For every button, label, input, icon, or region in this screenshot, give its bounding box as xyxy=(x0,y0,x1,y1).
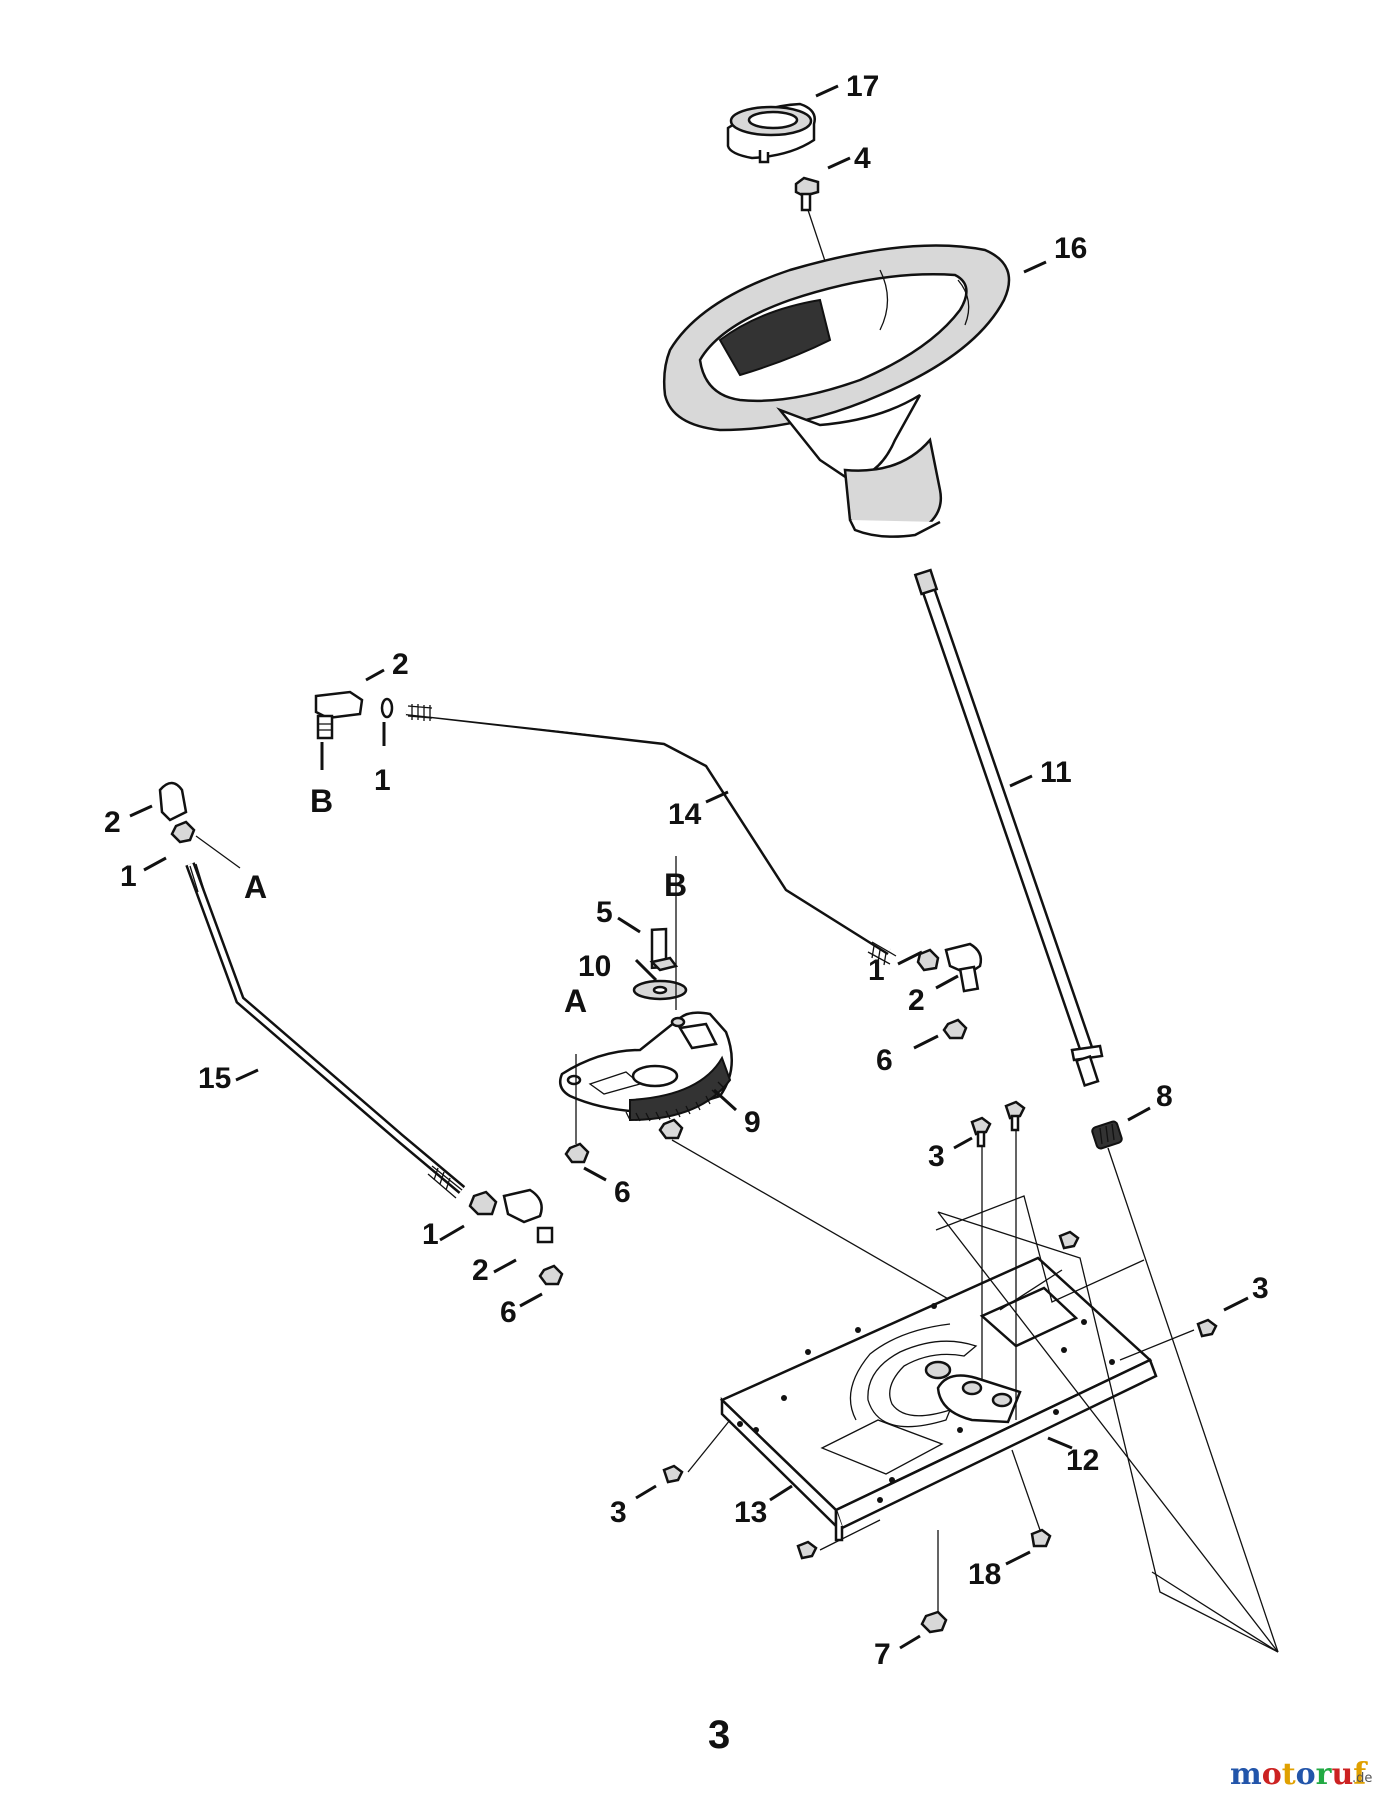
ball-joint-lower-left-part xyxy=(468,1188,564,1286)
label-a-left: A xyxy=(244,869,267,905)
callout-leaders xyxy=(129,84,1249,1650)
watermark-suffix: .de xyxy=(1352,1771,1372,1786)
callout-1-upper: 1 xyxy=(374,764,391,797)
callout-17: 17 xyxy=(846,70,879,103)
callout-6-sector: 6 xyxy=(614,1176,631,1209)
plate-fasteners-part xyxy=(662,1100,1218,1634)
sector-gear-part xyxy=(559,927,733,1164)
callout-2-right: 2 xyxy=(908,984,925,1017)
label-b-sector: B xyxy=(664,867,687,903)
motoruf-watermark: motoruf .de xyxy=(1230,1757,1372,1792)
watermark-letter: r xyxy=(1316,1757,1333,1792)
callout-6-right: 6 xyxy=(876,1044,893,1077)
ball-joint-right-part xyxy=(916,942,983,1040)
callout-10: 10 xyxy=(578,950,611,983)
callout-8: 8 xyxy=(1156,1080,1173,1113)
ball-joint-left-part xyxy=(158,781,196,844)
svg-text:motoruf: motoruf xyxy=(1230,1757,1368,1792)
callout-1-left: 1 xyxy=(120,860,137,893)
steering-shaft-part xyxy=(913,568,1104,1088)
callout-2-upper: 2 xyxy=(392,648,409,681)
callout-1-lower-left: 1 xyxy=(422,1218,439,1251)
label-a-sector: A xyxy=(564,983,587,1019)
watermark-letter: o xyxy=(1262,1757,1282,1792)
page-number: 3 xyxy=(708,1713,730,1757)
callout-11: 11 xyxy=(1040,756,1072,789)
label-b-upper: B xyxy=(310,783,333,819)
callout-1-right: 1 xyxy=(868,954,885,987)
watermark-letter: t xyxy=(1282,1757,1296,1792)
callout-6-lower-left: 6 xyxy=(500,1296,517,1329)
callout-2-lower-left: 2 xyxy=(472,1254,489,1287)
callout-18: 18 xyxy=(968,1558,1001,1591)
watermark-letter: m xyxy=(1230,1757,1262,1792)
callout-13: 13 xyxy=(734,1496,767,1529)
watermark-letter: o xyxy=(1296,1757,1316,1792)
callout-labels: 17 4 16 11 14 15 2 1 B 2 1 A 5 B 10 A 9 … xyxy=(104,70,1269,1671)
watermark-letter: u xyxy=(1331,1757,1353,1792)
callout-5: 5 xyxy=(596,896,613,929)
callout-4: 4 xyxy=(854,142,871,175)
callout-12: 12 xyxy=(1066,1444,1099,1477)
ball-joint-upper-left-part xyxy=(314,690,394,740)
mounting-plate-part xyxy=(719,1256,1158,1542)
steering-cap-part xyxy=(726,102,816,164)
callout-3-left: 3 xyxy=(610,1496,627,1529)
callout-16: 16 xyxy=(1054,232,1087,265)
pinion-gear-part xyxy=(1091,1120,1123,1150)
callout-7: 7 xyxy=(874,1638,891,1671)
callout-14: 14 xyxy=(668,798,702,831)
steering-bolt-part xyxy=(794,176,820,212)
callout-2-left: 2 xyxy=(104,806,121,839)
callout-15: 15 xyxy=(198,1062,231,1095)
callout-9: 9 xyxy=(744,1106,761,1139)
watermark-letter: f xyxy=(1353,1757,1368,1792)
steering-wheel-part xyxy=(662,244,1011,538)
tie-rod-left-part xyxy=(185,862,466,1199)
callout-3-right: 3 xyxy=(1252,1272,1269,1305)
callout-3-upper: 3 xyxy=(928,1140,945,1173)
tie-rod-upper-part xyxy=(405,704,897,966)
